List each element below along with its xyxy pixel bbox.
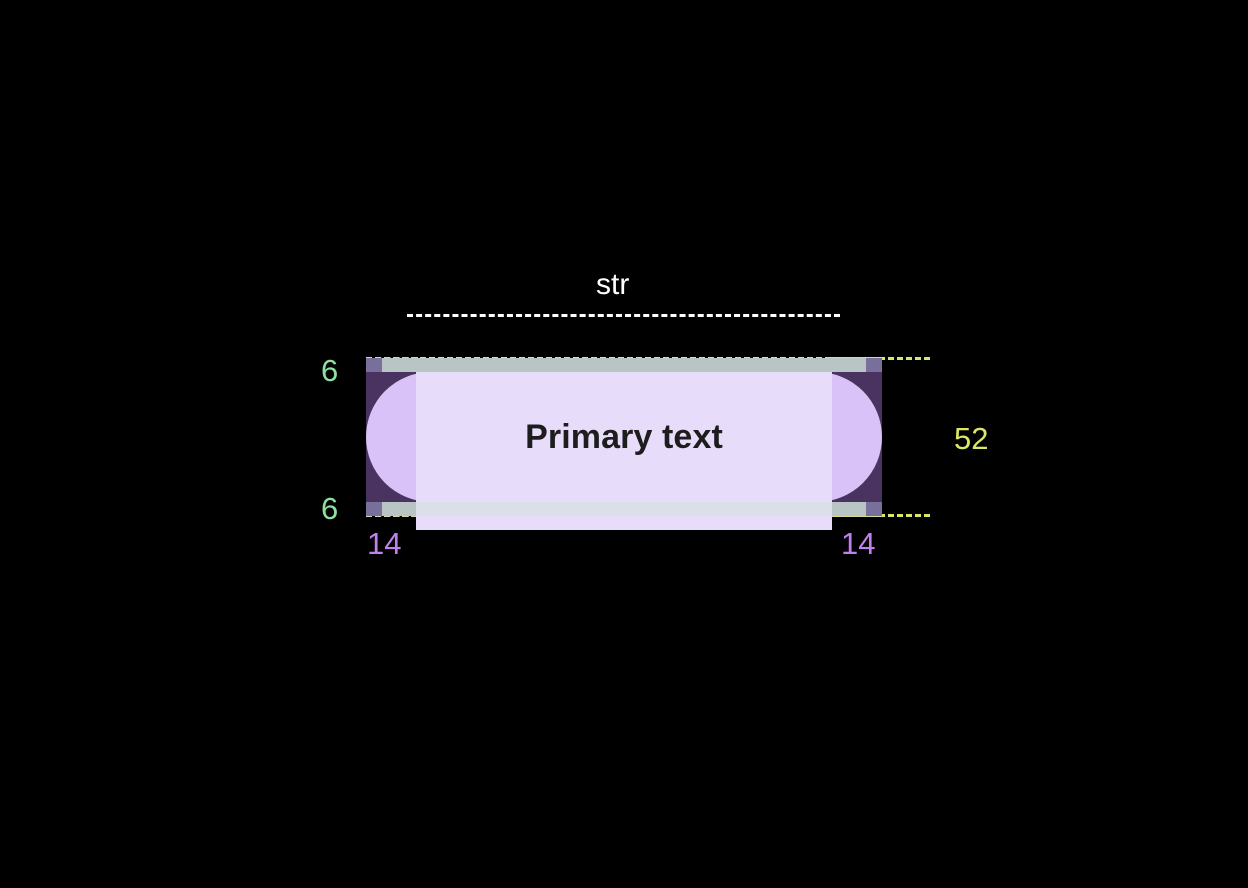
node-width-guide-line	[407, 314, 840, 317]
measured-component[interactable]: Primary text	[366, 358, 882, 530]
padding-top-label: 6	[321, 353, 339, 388]
height-measure-label: 52	[954, 421, 989, 456]
vertical-padding-band-bottom-overlay	[366, 502, 882, 516]
padding-right-label: 14	[841, 526, 876, 561]
padding-left-label: 14	[367, 526, 402, 561]
primary-button-label: Primary text	[525, 418, 723, 456]
padding-overlap-bottom-right-overlay	[866, 502, 882, 516]
node-name-label: str	[596, 268, 630, 301]
padding-overlap-top-right-overlay	[866, 358, 882, 372]
padding-bottom-label: 6	[321, 491, 339, 526]
primary-button[interactable]: Primary text	[366, 372, 882, 530]
padding-overlap-top-left-overlay	[366, 358, 382, 372]
padding-overlap-bottom-left-overlay	[366, 502, 382, 516]
vertical-padding-band-top-overlay	[366, 358, 882, 372]
